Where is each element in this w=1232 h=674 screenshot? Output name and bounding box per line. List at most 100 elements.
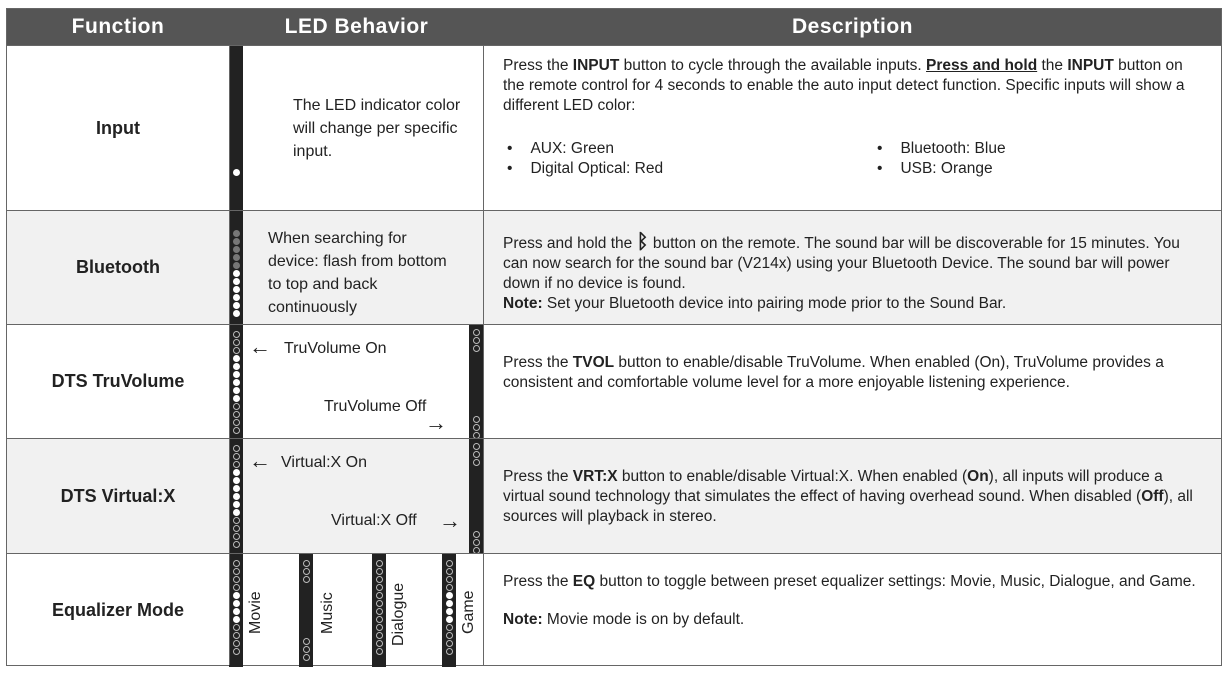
text: Press the [503, 354, 573, 371]
text: Movie mode is on by default. [542, 611, 745, 628]
led-on-label: Virtual:X On [281, 454, 367, 471]
led-dot [232, 270, 240, 277]
led-dot [375, 648, 383, 655]
led-dot [232, 624, 240, 631]
led-dot [232, 230, 240, 237]
led-dot [445, 632, 453, 639]
led-dot [472, 531, 480, 538]
led-dot [445, 608, 453, 615]
bold-text: Note: [503, 611, 543, 628]
bold-text: Note: [503, 295, 543, 312]
text: button to toggle between preset equalize… [595, 573, 1196, 590]
led-dot [375, 592, 383, 599]
led-dot [472, 416, 480, 423]
list-item: Bluetooth: Blue [873, 139, 1173, 159]
led-dot [232, 331, 240, 338]
led-function-table: Function LED Behavior Description Input … [6, 8, 1222, 667]
text: Press the [503, 573, 573, 590]
led-dot [232, 648, 240, 655]
led-dot [375, 632, 383, 639]
led-dot [232, 339, 240, 346]
led-dot [445, 616, 453, 623]
led-dot [472, 539, 480, 546]
table-row-equalizer: Equalizer Mode Movie Music Dialogue Game… [7, 553, 1221, 667]
led-dot [302, 568, 310, 575]
mode-label-game: Game [460, 590, 477, 634]
led-dot [232, 387, 240, 394]
led-dot [445, 584, 453, 591]
mode-label-dialogue: Dialogue [390, 582, 407, 646]
led-dot [375, 584, 383, 591]
led-dot [232, 461, 240, 468]
led-dot [232, 302, 240, 309]
led-dot [232, 453, 240, 460]
mode-label-music: Music [319, 592, 336, 634]
led-dot [445, 648, 453, 655]
led-behavior-text: The LED indicator color will change per … [293, 97, 461, 160]
led-dot [232, 576, 240, 583]
led-dot [232, 560, 240, 567]
led-dot [302, 638, 310, 645]
led-dot [232, 509, 240, 516]
led-dot [232, 419, 240, 426]
led-dot [232, 278, 240, 285]
led-dot [445, 576, 453, 583]
led-dot [232, 363, 240, 370]
led-strip [229, 46, 243, 211]
led-dot [232, 517, 240, 524]
led-dot [445, 600, 453, 607]
led-strip-off [469, 439, 483, 554]
list-item: AUX: Green [503, 139, 873, 159]
led-dot [232, 246, 240, 253]
led-dot [232, 310, 240, 317]
bold-text: INPUT [572, 57, 620, 74]
led-dot [232, 347, 240, 354]
description: Press the EQ button to toggle between pr… [503, 572, 1201, 630]
function-label: Bluetooth [76, 257, 160, 277]
led-strip-music [299, 554, 313, 667]
led-dot [302, 654, 310, 661]
led-dot [232, 294, 240, 301]
header-function: Function [7, 9, 229, 45]
bold-text: Press and hold [926, 57, 1038, 74]
led-dot [232, 584, 240, 591]
text: Press the [503, 468, 573, 485]
text: Set your Bluetooth device into pairing m… [542, 295, 1007, 312]
function-label: Input [96, 117, 140, 138]
bold-text: INPUT [1067, 57, 1114, 74]
led-dot [232, 411, 240, 418]
function-label: DTS Virtual:X [60, 485, 176, 506]
header-description: Description [484, 9, 1221, 45]
led-dot [232, 286, 240, 293]
text: button on the remote. The sound bar will… [503, 235, 1180, 292]
arrow-left-icon: ← [249, 448, 271, 473]
led-dot [232, 592, 240, 599]
led-dot [232, 616, 240, 623]
led-dot [375, 608, 383, 615]
text: ), all inputs will produce a virtual sou… [503, 468, 1163, 505]
led-dot [472, 459, 480, 466]
led-dot [472, 451, 480, 458]
function-label: Equalizer Mode [51, 599, 185, 620]
description: Press the VRT:X button to enable/disable… [503, 467, 1201, 527]
led-dot [232, 355, 240, 362]
led-dot [232, 533, 240, 540]
led-dot [232, 568, 240, 575]
led-dot [232, 395, 240, 402]
led-dot [375, 616, 383, 623]
led-dot [472, 345, 480, 352]
led-dot [375, 560, 383, 567]
list-item: USB: Orange [873, 159, 1173, 179]
led-strip [229, 211, 243, 325]
led-dot [232, 485, 240, 492]
description: Press and hold the ᛒ button on the remot… [503, 232, 1201, 314]
led-strip-dialogue [372, 554, 386, 667]
table-row-bluetooth: Bluetooth When searching for device: fla… [7, 210, 1221, 325]
led-dot [472, 424, 480, 431]
led-dot [375, 624, 383, 631]
led-dot [232, 525, 240, 532]
description: Press the INPUT button to cycle through … [503, 56, 1201, 179]
bluetooth-icon: ᛒ [636, 231, 649, 253]
led-strip-movie [229, 554, 243, 667]
led-dot [232, 427, 240, 434]
